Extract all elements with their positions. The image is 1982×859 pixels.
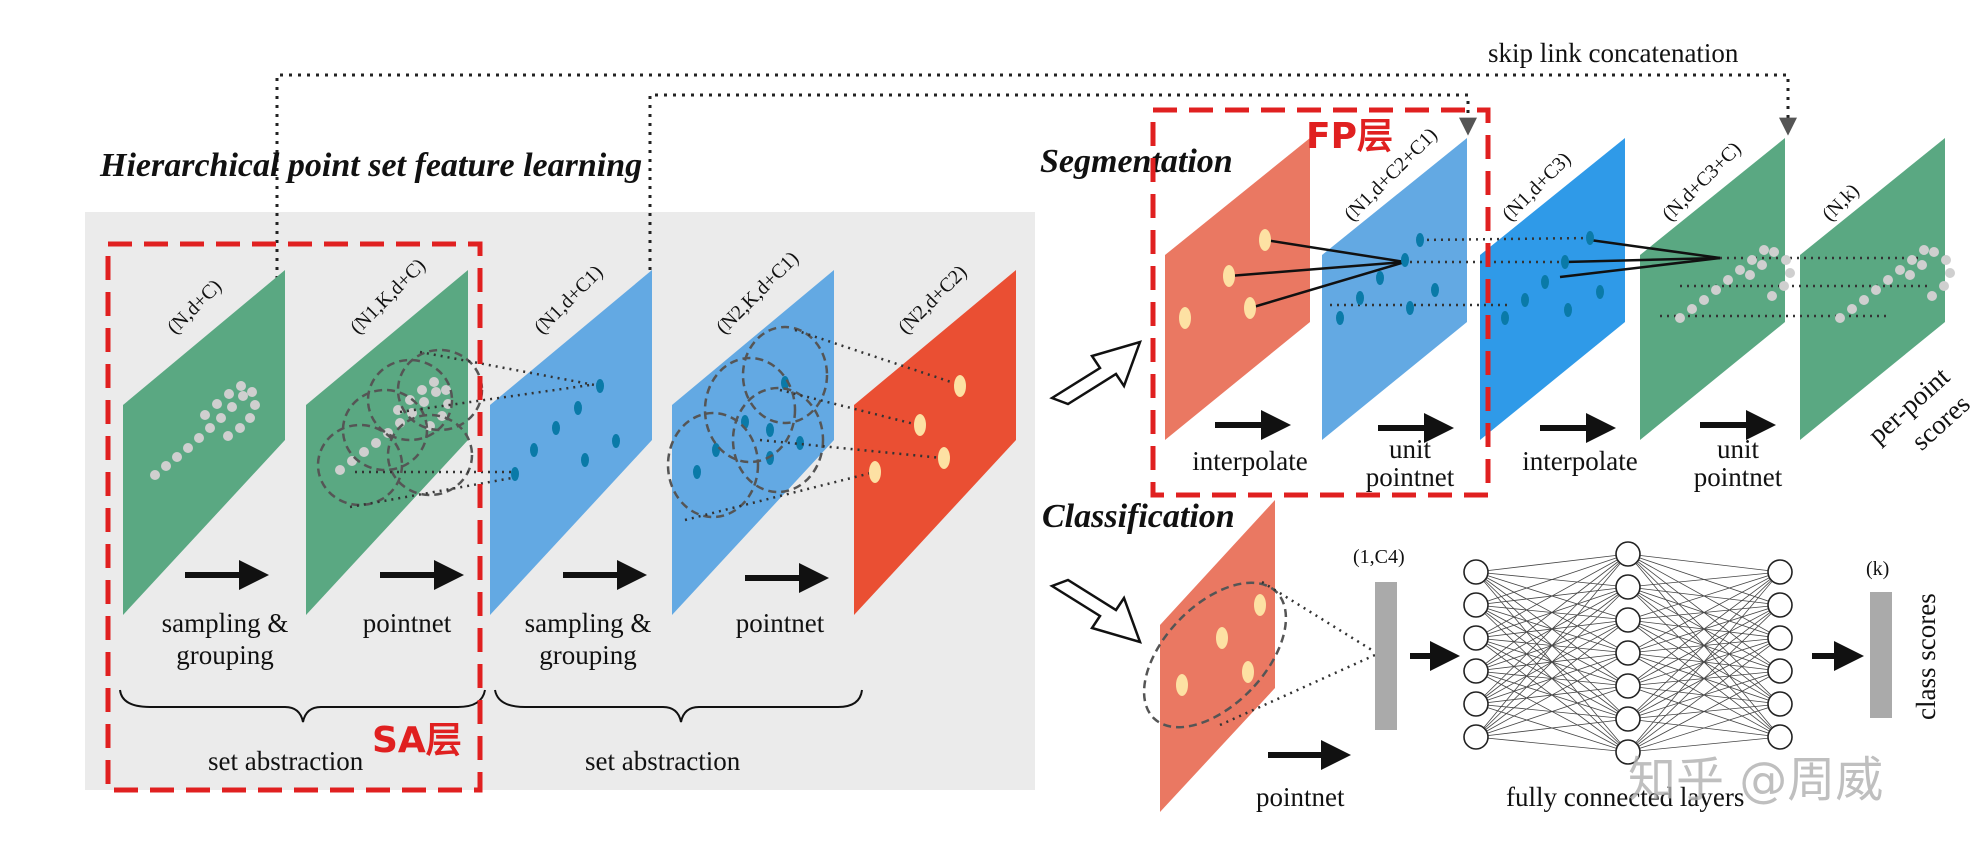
sa-step-label-1: sampling &grouping [162,608,289,670]
seg-interp-lines [1228,238,1721,310]
skip-link-connectors [275,73,1797,315]
fully-connected-label: fully connected layers [1506,782,1744,812]
skip-link-outer [275,73,1797,315]
to-segmentation-arrow [1049,340,1143,406]
brace-2 [494,689,863,723]
global-feature-vector [1375,582,1397,730]
sa-step-label-4: pointnet [736,608,825,638]
skip-link-label: skip link concatenation [1488,38,1739,68]
mlp-connections [1475,553,1781,753]
sa-plane-5 [854,270,1016,615]
seg-plane-3-points [1501,231,1604,325]
sa-plane-3 [490,270,652,615]
seg-plane-1-points [1179,229,1271,329]
mlp-node [1767,691,1793,717]
hierarchical-title: Hierarchical point set feature learning [99,147,642,184]
seg-step-label-3: interpolate [1522,446,1637,476]
sa-layer-highlight [105,241,483,793]
fully-connected-network [1463,541,1793,765]
segmentation-title: Segmentation [1040,143,1233,180]
mlp-node [1615,541,1641,567]
seg-plane-4-points [1675,245,1795,323]
mlp-node [1767,724,1793,750]
mlp-node [1767,658,1793,684]
skip-link-inner [648,93,1477,315]
cls-plane [1160,500,1275,812]
class-scores-label: class scores [1911,593,1941,720]
sa-step-label-3: sampling &grouping [525,608,652,670]
class-scores-vector [1870,592,1892,718]
class-scores-dim: (k) [1866,558,1889,580]
cls-pointnet-label: pointnet [1256,782,1345,812]
mlp-node [1615,640,1641,666]
set-abstraction-label-1: set abstraction [208,746,364,776]
classification-title: Classification [1042,498,1235,535]
mlp-node [1615,706,1641,732]
hollow-arrows [1049,340,1143,644]
seg-plane-5-points [1835,245,1955,323]
mlp-node [1463,625,1489,651]
seg-plane-2-points [1336,233,1439,325]
seg-step-label-1: interpolate [1192,446,1307,476]
to-classification-arrow [1049,578,1143,644]
sa-projection-lines-1 [349,350,601,509]
mlp-node [1463,691,1489,717]
mlp-node [1463,559,1489,585]
set-abstraction-label-2: set abstraction [585,746,741,776]
watermark: 知乎 @周威 [1628,752,1883,808]
sa-plane-4-groups [666,325,829,519]
mlp-node [1615,574,1641,600]
mlp-node [1767,592,1793,618]
fp-layer-highlight [1150,107,1491,498]
cls-projection-lines [1219,580,1376,727]
set-abstraction-braces [119,689,863,723]
seg-plane-1 [1165,138,1310,440]
mlp-node [1615,607,1641,633]
mlp-node [1463,724,1489,750]
sa-projection-lines-2 [684,328,961,522]
sa-plane-3-points [511,379,620,481]
seg-plane-3 [1480,138,1625,440]
mlp-node [1463,592,1489,618]
sa-plane-1-points [150,381,260,480]
sa-plane-2 [306,270,468,615]
mlp-node [1767,625,1793,651]
sa-step-labels: sampling &grouping pointnet sampling &grou… [162,608,825,670]
mlp-node [1463,658,1489,684]
sa-layer-label: SA层 [372,720,462,761]
mlp-node [1615,673,1641,699]
seg-step-arrows [1215,410,1776,443]
fp-layer-label: FP层 [1306,116,1393,157]
sa-plane-4 [672,270,834,615]
sa-step-label-2: pointnet [363,608,452,638]
seg-planes: (N1,d+C2+C1)(N1,d+C3)(N,d+C3+C)(N,k) [1165,124,1945,440]
mlp-node [1767,559,1793,585]
brace-1 [119,689,486,723]
sa-plane-5-points [869,375,966,483]
sa-step-arrows [185,560,829,593]
sa-plane-1 [123,270,285,615]
seg-plane-2 [1322,138,1467,440]
global-feature-dim: (1,C4) [1353,546,1405,568]
mlp-node [1615,739,1641,765]
